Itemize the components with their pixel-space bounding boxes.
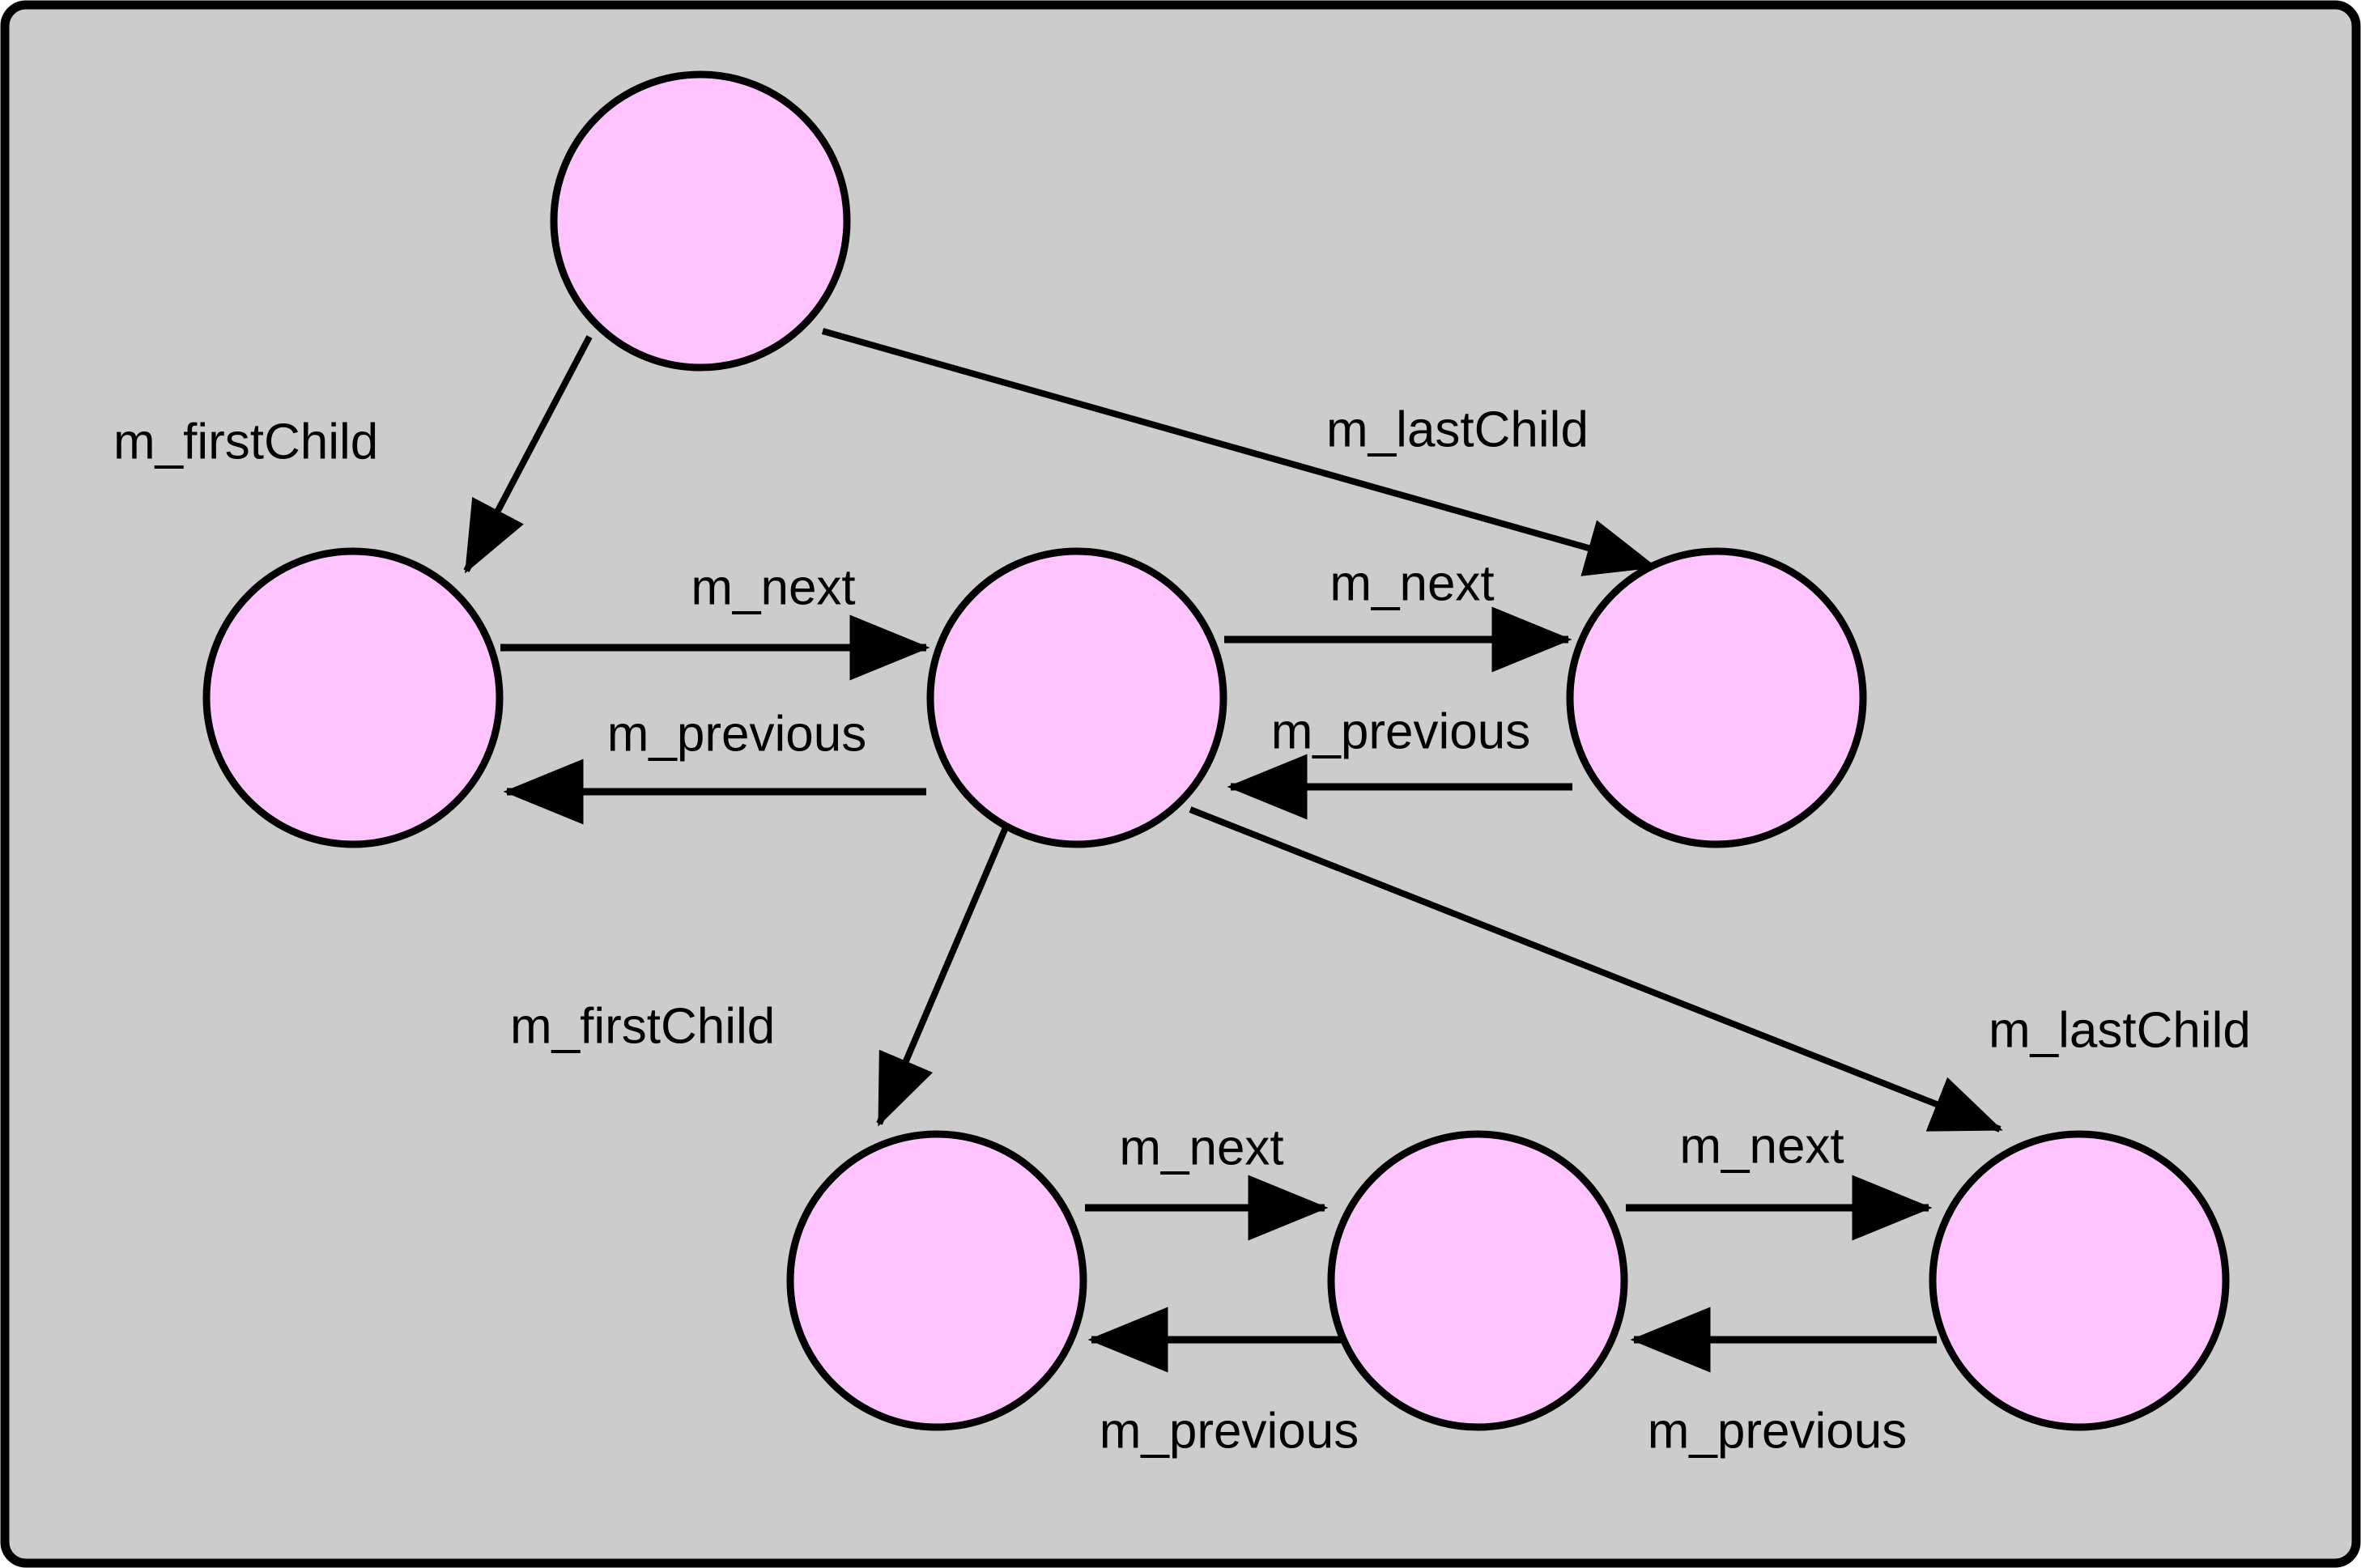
node-root[interactable] (550, 70, 851, 372)
edge-root-lastchild (821, 328, 1657, 576)
edge-label-b2-next: m_next (1679, 1118, 1844, 1174)
edge-label-root-lastchild: m_lastChild (1326, 402, 1589, 457)
edge-label-a2-lastchild: m_lastChild (1989, 1002, 2251, 1058)
node-b2[interactable] (1327, 1130, 1628, 1431)
edge-label-b2-prev: m_previous (1100, 1403, 1359, 1459)
edge-label-a2-firstchild: m_firstChild (510, 998, 775, 1054)
edge-label-a2-next: m_next (1329, 555, 1494, 611)
node-b3[interactable] (1929, 1130, 2230, 1431)
edge-label-b3-prev: m_previous (1648, 1403, 1907, 1459)
edge-label-a2-prev: m_previous (607, 706, 866, 762)
edge-label-a1-next: m_next (691, 559, 855, 615)
edge-root-firstchild (463, 335, 593, 574)
edge-label-root-firstchild: m_firstChild (113, 414, 378, 470)
node-a1[interactable] (202, 547, 504, 848)
node-a3[interactable] (1566, 547, 1867, 848)
edge-a2-firstchild (876, 824, 1010, 1127)
node-a2[interactable] (926, 547, 1227, 848)
node-b1[interactable] (786, 1130, 1087, 1431)
edge-a2-lastchild (1189, 806, 2003, 1132)
edge-label-a3-prev: m_previous (1271, 703, 1530, 759)
edge-label-b1-next: m_next (1119, 1120, 1283, 1175)
